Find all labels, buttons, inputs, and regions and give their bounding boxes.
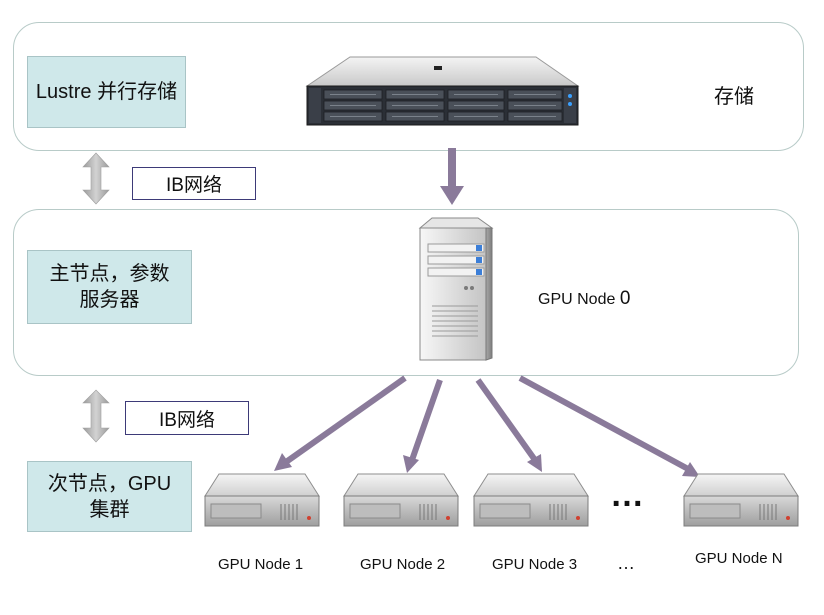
gpu-node-2-icon (343, 473, 459, 527)
storage-label: Lustre 并行存储 (27, 56, 186, 128)
main-node-caption-prefix: GPU Node (538, 291, 620, 308)
storage-caption: 存储 (714, 86, 754, 108)
main-server-icon (418, 217, 494, 361)
main-node-caption: GPU Node 0 (538, 288, 630, 310)
gpu-node-2-label: GPU Node 2 (360, 556, 446, 573)
ib-bottom-double-arrow (82, 389, 110, 443)
gpu-node-1-icon (204, 473, 320, 527)
worker-ellipsis-small: … (617, 553, 635, 573)
storage-to-main-arrow (440, 148, 464, 205)
main-node-label: 主节点，参数 服务器 (27, 250, 192, 324)
main-to-worker-arrows (274, 375, 700, 477)
ib-top-double-arrow (82, 152, 110, 205)
ib-network-bottom-label: IB网络 (125, 401, 249, 435)
worker-cluster-label: 次节点，GPU 集群 (27, 461, 192, 532)
worker-ellipsis-large: … (610, 476, 644, 514)
gpu-node-3-icon (473, 473, 589, 527)
gpu-node-n-label: GPU Node N (695, 550, 783, 567)
storage-server-icon (305, 56, 580, 126)
main-node-caption-number: 0 (619, 288, 631, 309)
gpu-node-1-label: GPU Node 1 (218, 556, 304, 573)
gpu-node-3-label: GPU Node 3 (492, 556, 578, 573)
ib-network-top-label: IB网络 (132, 167, 256, 200)
gpu-node-n-icon (683, 473, 799, 527)
